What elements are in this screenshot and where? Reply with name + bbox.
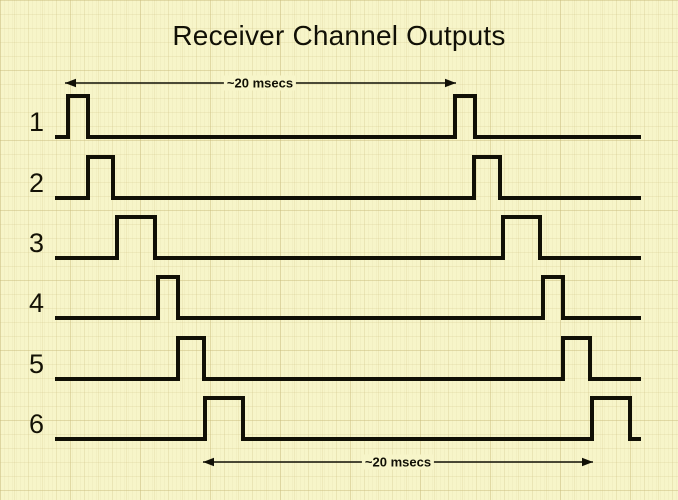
channel-label-3: 3: [28, 228, 44, 258]
channel-4-trace: [55, 275, 641, 320]
dimension-bottom-arrow-right: [582, 457, 593, 467]
channel-3-trace: [55, 215, 641, 260]
channel-label-6: 6: [28, 409, 44, 439]
channel-traces: [55, 94, 641, 441]
channel-label-1: 1: [28, 107, 44, 137]
dimension-top-arrow-right: [445, 78, 456, 88]
dimension-top-text: ~20 msecs: [223, 75, 297, 91]
dimension-bottom-arrow-left: [203, 457, 214, 467]
channel-5-trace: [55, 336, 641, 381]
dimension-bottom-text: ~20 msecs: [361, 454, 435, 470]
channel-label-5: 5: [28, 349, 44, 379]
channel-1-trace: [55, 94, 641, 139]
channel-label-2: 2: [28, 168, 44, 198]
channel-2-trace: [55, 155, 641, 200]
channel-label-4: 4: [28, 288, 44, 318]
dimension-top-arrow-left: [65, 78, 76, 88]
channel-6-trace: [55, 396, 641, 441]
page-title: Receiver Channel Outputs: [172, 20, 506, 51]
